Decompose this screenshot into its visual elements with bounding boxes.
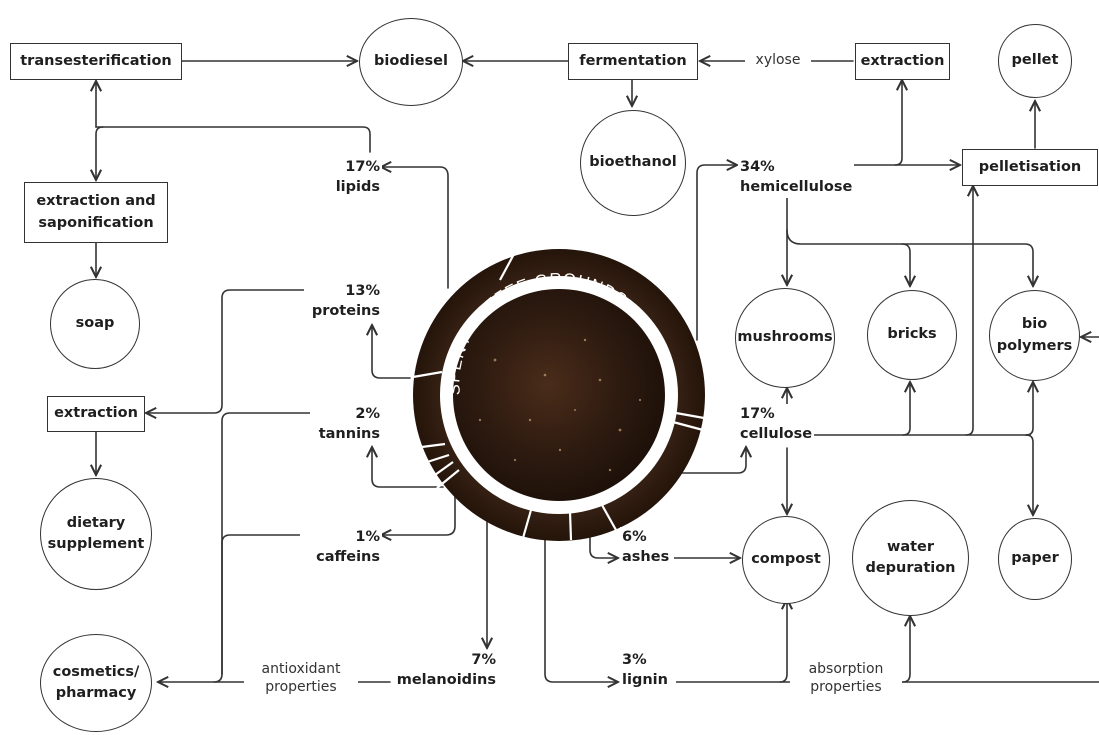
melanoidins-pct: 7% bbox=[471, 652, 496, 668]
cellulose-label: 17% cellulose bbox=[738, 404, 814, 445]
bio-polymers-circle: bio polymers bbox=[989, 290, 1080, 381]
coffee-ring: SPENT COFFEE GROUNDS bbox=[412, 249, 705, 541]
ashes-pct: 6% bbox=[622, 529, 647, 545]
caffeins-label: 1% caffeins bbox=[300, 527, 382, 568]
transesterification-box: transesterification bbox=[10, 43, 182, 80]
lignin-name: lignin bbox=[622, 672, 668, 689]
ashes-name: ashes bbox=[622, 549, 670, 566]
hemicellulose-pct: 34% bbox=[740, 159, 775, 175]
melanoidins-name: melanoidins bbox=[396, 672, 496, 689]
proteins-name: proteins bbox=[311, 303, 380, 320]
xylose-note: xylose bbox=[745, 51, 811, 70]
pelletisation-box: pelletisation bbox=[962, 149, 1098, 186]
bricks-circle: bricks bbox=[867, 290, 957, 380]
pellet-circle: pellet bbox=[998, 24, 1072, 98]
antioxidant-note: antioxidant properties bbox=[244, 660, 358, 697]
paper-circle: paper bbox=[998, 518, 1072, 600]
caffeins-name: caffeins bbox=[316, 549, 380, 566]
soap-circle: soap bbox=[50, 279, 140, 369]
cellulose-name: cellulose bbox=[740, 426, 813, 443]
mushrooms-circle: mushrooms bbox=[735, 288, 835, 388]
lipids-label: 17% lipids bbox=[316, 157, 382, 198]
tannins-pct: 2% bbox=[355, 406, 380, 422]
bioethanol-circle: bioethanol bbox=[580, 110, 686, 216]
cosmetics-pharmacy-circle: cosmetics/ pharmacy bbox=[40, 634, 152, 732]
extraction-top-box: extraction bbox=[855, 43, 950, 80]
lignin-pct: 3% bbox=[622, 652, 647, 668]
proteins-pct: 13% bbox=[345, 283, 380, 299]
caffeins-pct: 1% bbox=[355, 529, 380, 545]
proteins-label: 13% proteins bbox=[304, 281, 382, 322]
tannins-name: tannins bbox=[318, 426, 380, 443]
ashes-label: 6% ashes bbox=[620, 527, 674, 568]
fermentation-box: fermentation bbox=[568, 43, 698, 80]
tannins-label: 2% tannins bbox=[310, 404, 382, 445]
melanoidins-label: 7% melanoidins bbox=[392, 650, 498, 691]
cellulose-pct: 17% bbox=[740, 406, 775, 422]
lipids-name: lipids bbox=[335, 179, 380, 196]
lipids-pct: 17% bbox=[345, 159, 380, 175]
water-depuration-circle: water depuration bbox=[852, 500, 969, 616]
lignin-label: 3% lignin bbox=[620, 650, 676, 691]
extraction-saponification-box: extraction and saponification bbox=[24, 182, 168, 243]
compost-circle: compost bbox=[742, 516, 830, 604]
absorption-note: absorption properties bbox=[790, 660, 902, 697]
hemicellulose-label: 34% hemicellulose bbox=[738, 157, 854, 198]
dietary-supplement-circle: dietary supplement bbox=[40, 478, 152, 590]
hemicellulose-name: hemicellulose bbox=[740, 179, 853, 196]
extraction-left-box: extraction bbox=[47, 396, 145, 432]
biodiesel-circle: biodiesel bbox=[359, 18, 463, 106]
